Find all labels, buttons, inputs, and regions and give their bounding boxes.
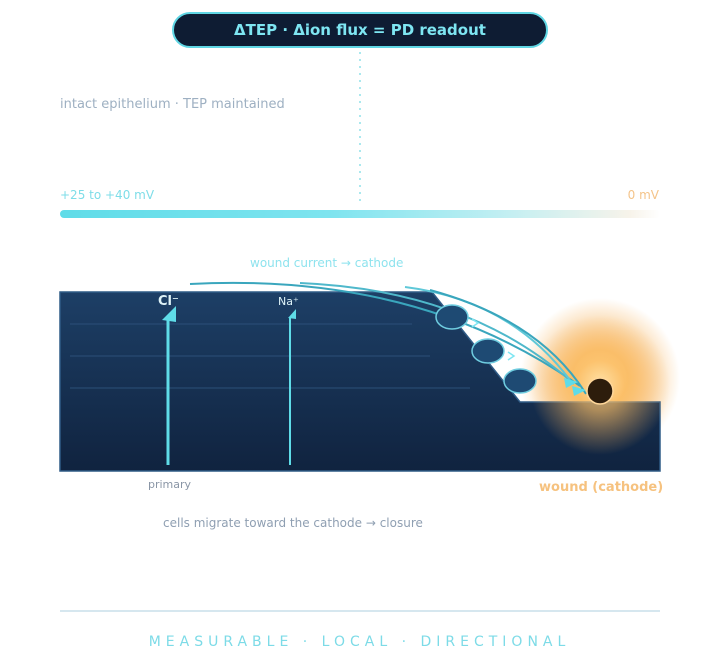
migrating-cell xyxy=(435,304,469,330)
field-line xyxy=(189,281,581,387)
cathode-dot xyxy=(586,377,614,405)
page-title: ΔTEP · Δion flux = PD readout xyxy=(234,21,486,39)
migrating-cell xyxy=(471,338,505,364)
migration-chevron xyxy=(507,351,516,361)
tep-zero-label: 0 mV xyxy=(627,188,659,202)
chloride-arrowhead xyxy=(162,306,176,322)
field-line xyxy=(429,289,587,395)
migration-caption: cells migrate toward the cathode → closu… xyxy=(163,516,423,530)
footer-divider xyxy=(60,610,660,612)
migration-chevron xyxy=(471,318,480,328)
migrating-cell xyxy=(503,368,537,394)
wound-current-label: wound current → cathode xyxy=(250,256,404,270)
footer-tagline: MEASURABLE · LOCAL · DIRECTIONAL xyxy=(148,634,571,650)
tep-positive-label: +25 to +40 mV xyxy=(60,188,155,202)
tep-gradient-bar xyxy=(60,210,660,218)
field-arrowhead xyxy=(564,378,578,388)
title-pill: ΔTEP · Δion flux = PD readout xyxy=(172,12,548,48)
wound-cathode-label: wound (cathode) xyxy=(539,480,664,495)
chloride-label: Cl⁻ xyxy=(158,294,179,309)
primary-label: primary xyxy=(148,478,192,491)
sodium-arrowhead xyxy=(288,309,296,319)
field-arrowhead xyxy=(572,386,586,396)
subtitle: intact epithelium · TEP maintained xyxy=(60,97,285,112)
sodium-label: Na⁺ xyxy=(278,295,299,308)
